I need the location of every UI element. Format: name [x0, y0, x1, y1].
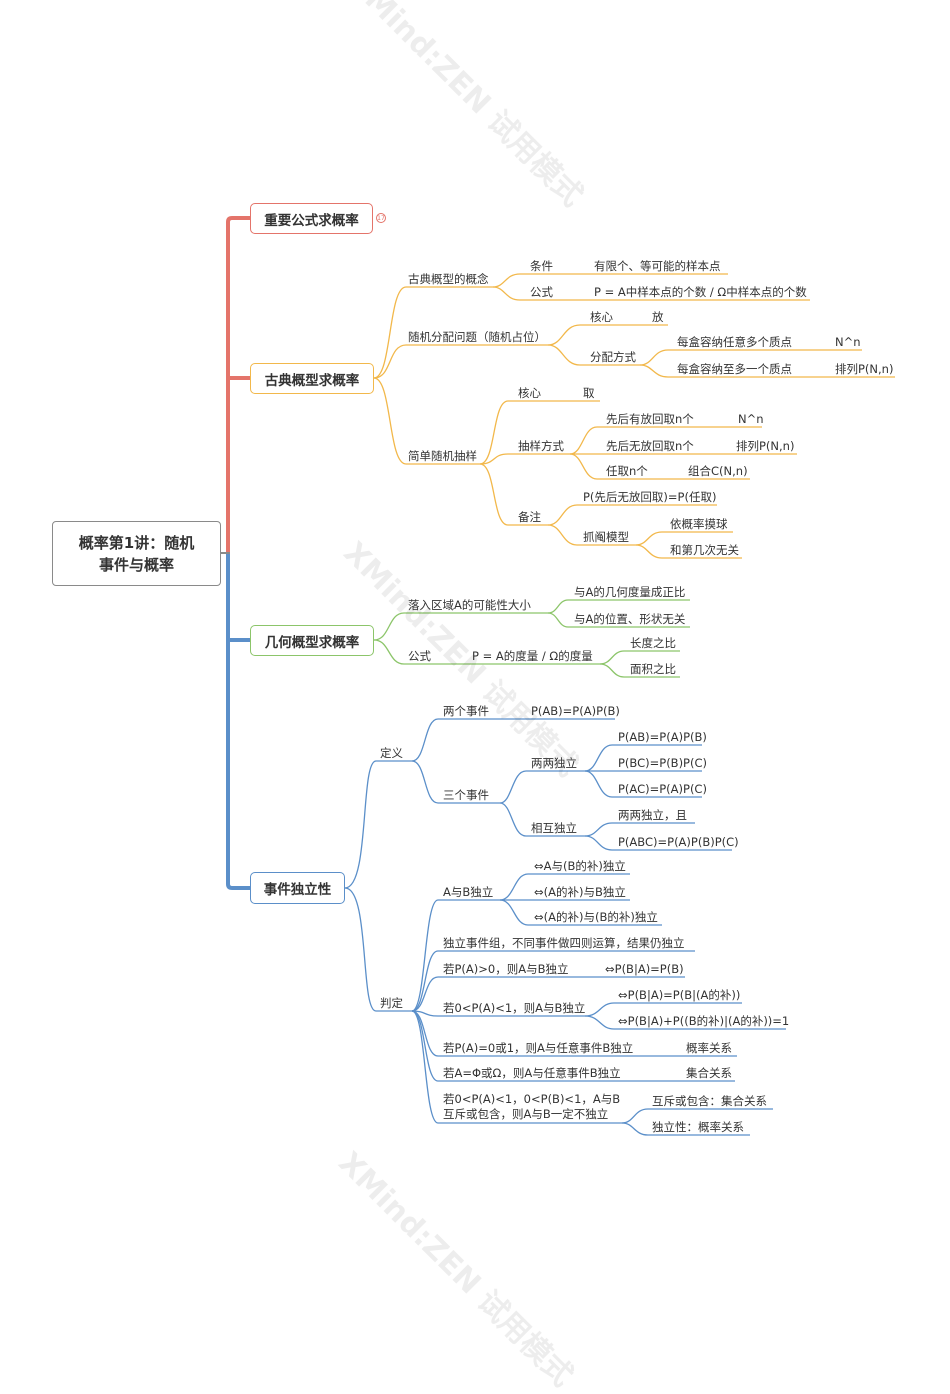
subtopic[interactable]: 放 [652, 310, 664, 324]
subtopic[interactable]: 互斥或包含：集合关系 [652, 1094, 767, 1108]
subtopic[interactable]: 两个事件 [443, 704, 489, 718]
subtopic[interactable]: P = A的度量 / Ω的度量 [472, 649, 593, 663]
subtopic[interactable]: 若0<P(A)<1，则A与B独立 [443, 1001, 586, 1015]
subtopic[interactable]: 组合C(N,n) [688, 464, 748, 478]
topic-label: 古典概型求概率 [264, 372, 360, 389]
subtopic[interactable]: 依概率摸球 [670, 517, 728, 531]
topic-label: 事件独立性 [263, 882, 332, 898]
subtopic[interactable]: 备注 [518, 510, 541, 524]
subtopic[interactable]: 先后无放回取n个 [606, 439, 694, 453]
subtopic[interactable]: 两两独立，且 [618, 808, 687, 822]
mind-map: XMind:ZEN 试用模式 XMind:ZEN 试用模式 XMind:ZEN … [52, 0, 895, 1394]
subtopic[interactable]: 排列P(N,n) [736, 439, 795, 453]
subtopic[interactable]: 随机分配问题（随机占位） [408, 330, 546, 344]
subtopic[interactable]: 集合关系 [686, 1066, 732, 1080]
subtopic[interactable]: 和第几次无关 [670, 543, 739, 557]
subtopic[interactable]: ⇔P(B|A)=P(B|(A的补)) [618, 988, 741, 1002]
subtopic[interactable]: ⇔A与(B的补)独立 [534, 859, 626, 873]
subtopic[interactable]: 任取n个 [606, 464, 648, 478]
subtopic[interactable]: 公式 [530, 285, 553, 299]
subtopic[interactable]: 核心 [518, 386, 541, 400]
subtopic[interactable]: P(AB)=P(A)P(B) [531, 704, 620, 718]
branch4-lines [344, 718, 786, 1136]
trunk-blue [226, 553, 250, 890]
subtopic[interactable]: P(ABC)=P(A)P(B)P(C) [618, 835, 739, 849]
root-line1: 概率第1讲：随机 [78, 533, 195, 552]
subtopic[interactable]: 若P(A)=0或1，则A与任意事件B独立 [443, 1041, 634, 1055]
subtopic[interactable]: N^n [835, 335, 861, 349]
subtopic[interactable]: P(先后无放回取)=P(任取) [583, 490, 717, 504]
subtopic[interactable]: 独立性：概率关系 [652, 1120, 744, 1134]
subtopic[interactable]: 先后有放回取n个 [606, 412, 694, 426]
subtopic[interactable]: A与B独立 [443, 885, 494, 899]
subtopic[interactable]: 抓阄模型 [583, 530, 629, 544]
subtopic[interactable]: 每盒容纳任意多个质点 [677, 335, 792, 349]
branch2-lines [373, 273, 895, 559]
root-topic[interactable]: 概率第1讲：随机事件与概率 [52, 521, 221, 586]
subtopic[interactable]: 有限个、等可能的样本点 [594, 259, 721, 273]
subtopic[interactable]: 分配方式 [590, 350, 636, 364]
subtopic[interactable]: 概率关系 [686, 1041, 732, 1055]
subtopic[interactable]: 独立事件组，不同事件做四则运算，结果仍独立 [443, 936, 685, 950]
subtopic[interactable]: N^n [738, 412, 764, 426]
subtopic[interactable]: 若0<P(A)<1，0<P(B)<1，A与B互斥或包含，则A与B一定不独立 [443, 1092, 621, 1121]
subtopic[interactable]: 长度之比 [630, 636, 676, 650]
trunk-red [226, 216, 250, 553]
subtopic[interactable]: 两两独立 [531, 756, 577, 770]
branch3-lines [373, 599, 690, 678]
subtopic[interactable]: 与A的几何度量成正比 [574, 585, 686, 599]
subtopic[interactable]: 核心 [590, 310, 613, 324]
subtopic[interactable]: P(AB)=P(A)P(B) [618, 730, 707, 744]
subtopic[interactable]: 若P(A)>0，则A与B独立 [443, 962, 569, 976]
subtopic[interactable]: P(AC)=P(A)P(C) [618, 782, 707, 796]
subtopic[interactable]: 古典概型的概念 [408, 272, 489, 286]
subtopic[interactable]: ⇔(A的补)与B独立 [534, 885, 626, 899]
subtopic[interactable]: 落入区域A的可能性大小 [408, 598, 531, 612]
subtopic[interactable]: 取 [583, 386, 595, 400]
subtopic[interactable]: 与A的位置、形状无关 [574, 612, 686, 626]
topic-formula-probability[interactable]: 重要公式求概率 [250, 203, 373, 234]
collapsed-count-badge[interactable]: 17 [376, 213, 386, 223]
topic-classical-probability[interactable]: 古典概型求概率 [250, 363, 374, 394]
connector-lines [221, 216, 895, 1136]
subtopic[interactable]: ⇔P(B|A)+P((B的补)|(A的补))=1 [618, 1014, 790, 1028]
subtopic[interactable]: ⇔P(B|A)=P(B) [605, 962, 684, 976]
subtopic[interactable]: 简单随机抽样 [408, 449, 477, 463]
subtopic[interactable]: P(BC)=P(B)P(C) [618, 756, 707, 770]
topic-geometric-probability[interactable]: 几何概型求概率 [250, 625, 374, 656]
subtopic[interactable]: 相互独立 [531, 821, 577, 835]
root-line2: 事件与概率 [98, 555, 174, 574]
subtopic[interactable]: ⇔(A的补)与(B的补)独立 [534, 910, 658, 924]
topic-label: 重要公式求概率 [264, 212, 359, 229]
subtopic[interactable]: 条件 [530, 259, 553, 273]
subtopic[interactable]: 公式 [408, 649, 431, 663]
subtopic[interactable]: 判定 [380, 996, 403, 1010]
subtopic[interactable]: 定义 [380, 746, 403, 760]
subtopic[interactable]: 抽样方式 [518, 439, 564, 453]
subtopic[interactable]: 三个事件 [443, 788, 489, 802]
subtopic[interactable]: P = A中样本点的个数 / Ω中样本点的个数 [594, 285, 807, 299]
subtopic[interactable]: 排列P(N,n) [835, 362, 894, 376]
subtopic[interactable]: 面积之比 [630, 662, 676, 676]
subtopic[interactable]: 每盒容纳至多一个质点 [677, 362, 792, 376]
topic-event-independence[interactable]: 事件独立性 [250, 872, 345, 904]
subtopic[interactable]: 若A=Φ或Ω，则A与任意事件B独立 [443, 1066, 621, 1080]
topic-label: 几何概型求概率 [264, 634, 360, 651]
